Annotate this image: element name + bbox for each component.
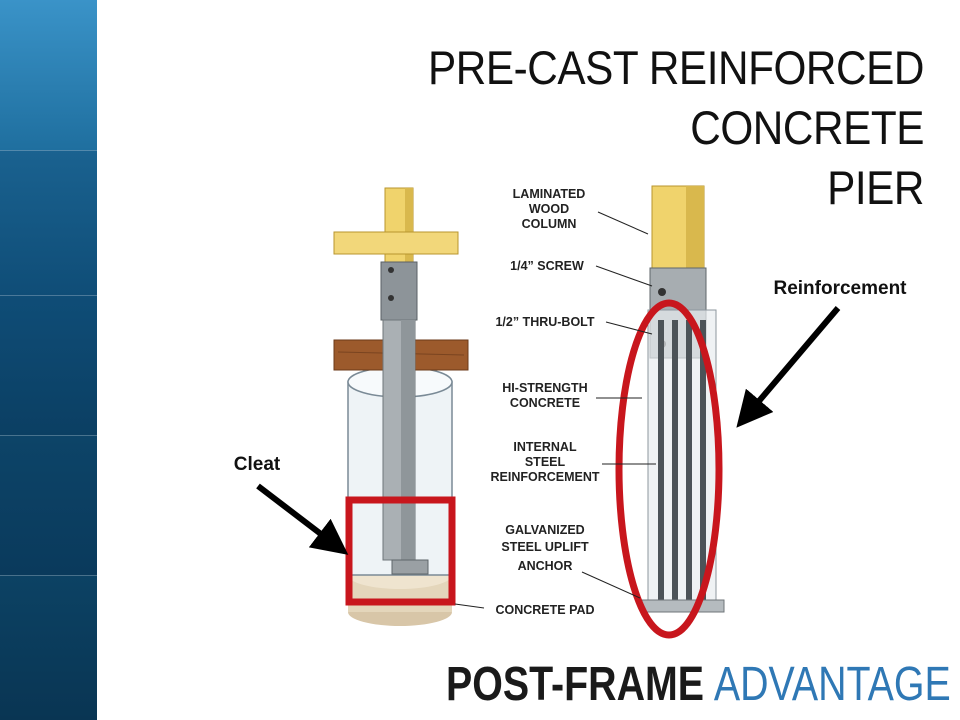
title-line-2: PIER <box>827 161 924 214</box>
left-steel-bracket <box>380 261 418 321</box>
right-pier <box>615 185 725 639</box>
title-line-1: PRE-CAST REINFORCED CONCRETE <box>428 41 924 154</box>
rebar-1 <box>658 320 664 608</box>
rebar-2 <box>672 320 678 608</box>
label-anchor: ANCHOR <box>518 559 573 573</box>
label-concrete-pad: CONCRETE PAD <box>495 603 594 617</box>
label-steel: STEEL <box>525 455 566 469</box>
label-laminated: LAMINATED <box>513 187 586 201</box>
annotation-reinforcement: Reinforcement <box>773 278 907 299</box>
left-wood-crossbar <box>333 231 459 255</box>
label-galvanized: GALVANIZED <box>505 523 584 537</box>
reinforcement-arrow <box>736 306 841 428</box>
label-steel-uplift: STEEL UPLIFT <box>501 540 589 554</box>
left-cleat <box>391 559 429 575</box>
label-wood: WOOD <box>529 202 569 216</box>
cleat-arrow <box>256 483 349 555</box>
cleat-highlight-box <box>345 496 456 606</box>
label-column: COLUMN <box>522 217 577 231</box>
reinforcement-highlight-oval <box>615 299 723 639</box>
rebar-3 <box>686 320 692 608</box>
leader-lines <box>454 211 656 609</box>
annotation-cleat: Cleat <box>234 454 281 475</box>
brand-part-1: POST-FRAME <box>446 658 705 711</box>
sidebar-decoration <box>0 0 97 720</box>
right-uplift-anchor <box>641 599 725 613</box>
diagram-labels: LAMINATED WOOD COLUMN 1/4” SCREW 1/2” TH… <box>490 187 599 617</box>
label-quarter-screw: 1/4” SCREW <box>510 259 584 273</box>
label-concrete: CONCRETE <box>510 396 580 410</box>
label-internal: INTERNAL <box>513 440 577 454</box>
label-half-thru-bolt: 1/2” THRU-BOLT <box>495 315 594 329</box>
brand-part-2: ADVANTAGE <box>713 658 951 711</box>
rebar-4 <box>700 320 706 608</box>
label-hi-strength: HI-STRENGTH <box>502 381 587 395</box>
left-pier <box>333 187 469 626</box>
label-reinforcement: REINFORCEMENT <box>490 470 599 484</box>
slide-title: PRE-CAST REINFORCED CONCRETE PIER <box>222 38 924 218</box>
